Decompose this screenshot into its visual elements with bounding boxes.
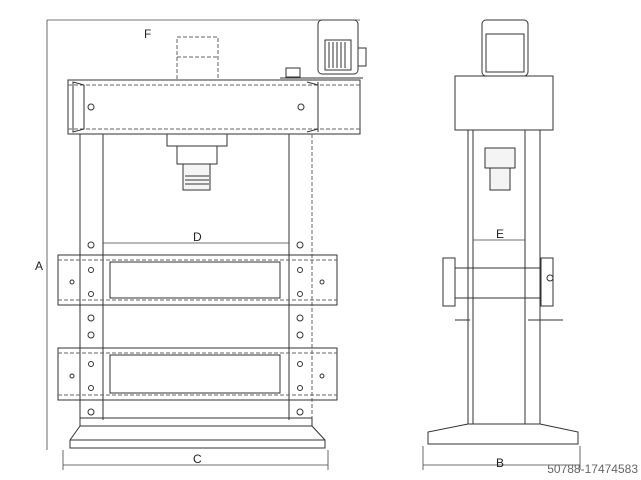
- dim-label-c: C: [193, 452, 202, 466]
- side-table-brackets: [442, 257, 563, 321]
- dim-label-e: E: [496, 227, 504, 241]
- dim-label-a: A: [35, 259, 43, 273]
- upper-table: [57, 254, 338, 306]
- side-head: [454, 75, 554, 131]
- side-base: [427, 423, 579, 445]
- top-beam: [67, 79, 361, 135]
- dimensions: [46, 19, 581, 470]
- dim-label-f: F: [144, 27, 151, 41]
- cylinder-housing: [176, 36, 219, 81]
- dim-label-b: B: [496, 456, 504, 470]
- columns: [79, 134, 313, 420]
- dim-label-d: D: [193, 230, 202, 244]
- side-view: [427, 19, 579, 445]
- side-column: [467, 129, 541, 425]
- base: [69, 417, 326, 449]
- watermark-id: 50788-17474583: [547, 462, 638, 476]
- front-view: [57, 19, 367, 449]
- ram: [166, 133, 228, 191]
- lower-table: [57, 347, 338, 401]
- motor: [280, 19, 367, 79]
- side-motor: [481, 19, 529, 77]
